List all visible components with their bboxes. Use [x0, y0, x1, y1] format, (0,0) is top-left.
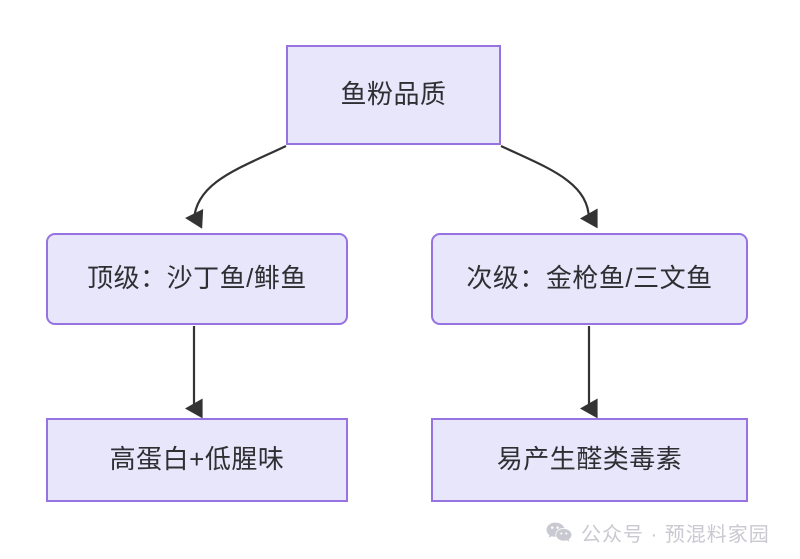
node-aldehyde-toxin-risk[interactable]: 易产生醛类毒素: [431, 418, 748, 502]
node-label: 高蛋白+低腥味: [109, 444, 285, 475]
node-label: 易产生醛类毒素: [496, 444, 683, 475]
node-high-protein-low-fishy[interactable]: 高蛋白+低腥味: [46, 418, 348, 502]
node-top-grade-sardine-herring[interactable]: 顶级：沙丁鱼/鲱鱼: [46, 233, 348, 325]
edge-root-to-top: [185, 145, 287, 229]
edge-root-to-sub: [500, 145, 598, 229]
node-secondary-grade-tuna-salmon[interactable]: 次级：金枪鱼/三文鱼: [431, 233, 748, 325]
node-label: 顶级：沙丁鱼/鲱鱼: [87, 263, 307, 294]
node-fish-meal-quality[interactable]: 鱼粉品质: [286, 45, 501, 145]
watermark-text: 公众号 · 预混料家园: [581, 524, 770, 546]
node-label: 鱼粉品质: [340, 79, 447, 110]
node-label: 次级：金枪鱼/三文鱼: [466, 263, 713, 294]
wechat-icon: [546, 522, 572, 544]
watermark: 公众号 · 预混料家园: [546, 518, 770, 547]
